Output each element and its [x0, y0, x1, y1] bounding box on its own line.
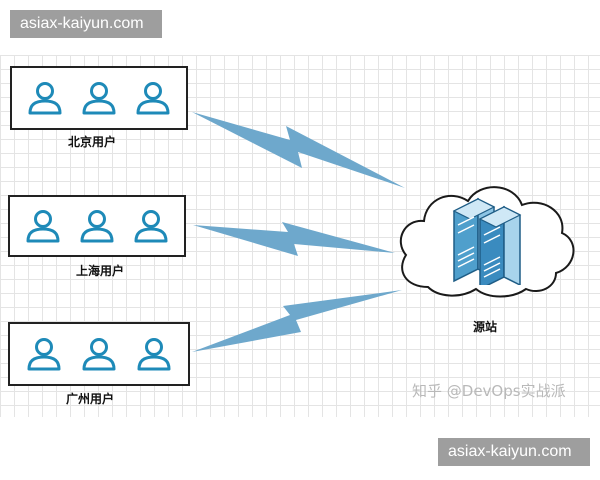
- group-label-beijing: 北京用户: [67, 135, 116, 149]
- user-group-beijing: [10, 66, 188, 130]
- lightning-bolt-icon: [192, 290, 402, 352]
- user-group-guangzhou: [8, 322, 190, 386]
- group-label-guangzhou: 广州用户: [65, 392, 114, 406]
- watermark-top: asiax-kaiyun.com: [10, 10, 162, 38]
- user-icon: [80, 210, 114, 243]
- origin-label: 源站: [472, 320, 497, 334]
- user-icon: [82, 82, 116, 115]
- user-icon: [137, 338, 171, 371]
- user-group-shanghai: [8, 195, 186, 257]
- author-credit: 知乎 @DevOps实战派: [412, 382, 566, 400]
- user-icon: [134, 210, 168, 243]
- user-icon: [136, 82, 170, 115]
- watermark-bottom: asiax-kaiyun.com: [438, 438, 590, 466]
- group-label-shanghai: 上海用户: [75, 264, 124, 278]
- lightning-bolt-icon: [192, 112, 405, 188]
- user-icon: [27, 338, 61, 371]
- user-icon: [82, 338, 116, 371]
- origin-cloud: [390, 175, 580, 305]
- lightning-bolt-icon: [193, 222, 395, 256]
- user-icon: [28, 82, 62, 115]
- user-icon: [26, 210, 60, 243]
- server-icon: [452, 197, 522, 285]
